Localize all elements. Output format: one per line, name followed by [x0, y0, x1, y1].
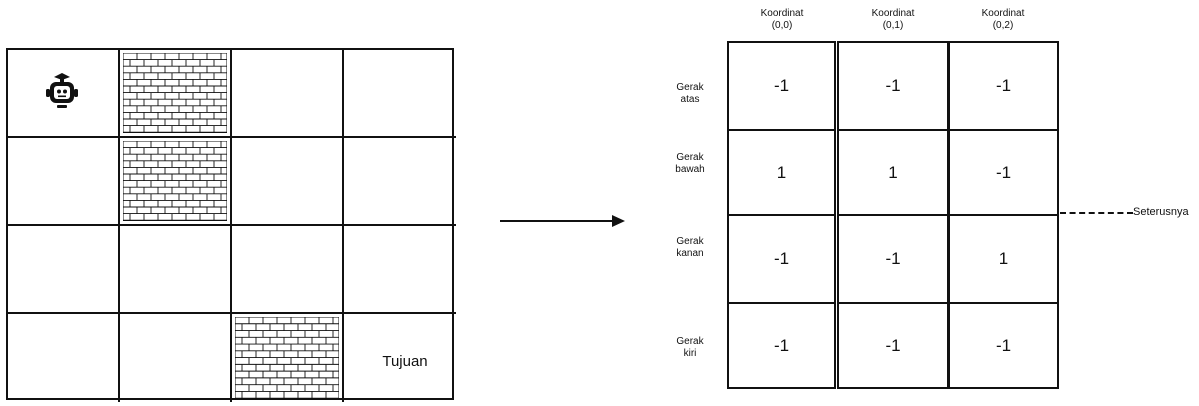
continuation-dashed-line — [1060, 212, 1133, 214]
arrow-right-icon — [500, 215, 625, 227]
grid-cell-3-2 — [232, 314, 344, 402]
q-value-cell: 1 — [837, 129, 949, 216]
grid-cell-1-1 — [120, 138, 232, 226]
q-value-cell: 1 — [948, 214, 1059, 304]
q-value-cell: -1 — [727, 302, 836, 389]
brick-wall-icon — [122, 140, 228, 222]
grid-cell-2-1 — [120, 226, 232, 314]
grid-cell-2-0 — [8, 226, 120, 314]
grid-world: Tujuan — [6, 48, 456, 402]
grid-cell-0-3 — [344, 50, 456, 138]
q-value-cell: -1 — [948, 302, 1059, 389]
q-value-cell: -1 — [837, 302, 949, 389]
grid-cell-1-2 — [232, 138, 344, 226]
grid-cell-3-1 — [120, 314, 232, 402]
continuation-label: Seterusnya — [1133, 206, 1189, 218]
robot-icon — [44, 72, 80, 112]
grid-cell-3-0 — [8, 314, 120, 402]
q-value-cell: 1 — [727, 129, 836, 216]
q-value-cell: -1 — [948, 129, 1059, 216]
column-header: Koordinat(0,0) — [760, 8, 804, 31]
grid-cell-0-0 — [8, 50, 120, 138]
column-header: Koordinat(0,2) — [981, 8, 1025, 31]
grid-cell-3-3: Tujuan — [344, 314, 456, 402]
goal-label: Tujuan — [382, 352, 428, 370]
q-value-cell: -1 — [727, 214, 836, 304]
grid-cell-2-2 — [232, 226, 344, 314]
q-value-cell: -1 — [727, 41, 836, 131]
grid-cell-2-3 — [344, 226, 456, 314]
grid-cell-1-0 — [8, 138, 120, 226]
grid-cell-0-2 — [232, 50, 344, 138]
column-header: Koordinat(0,1) — [871, 8, 915, 31]
q-value-cell: -1 — [837, 214, 949, 304]
brick-wall-icon — [234, 316, 340, 400]
grid-cell-1-3 — [344, 138, 456, 226]
q-value-cell: -1 — [837, 41, 949, 131]
brick-wall-icon — [122, 52, 228, 134]
q-value-cell: -1 — [948, 41, 1059, 131]
grid-cell-0-1 — [120, 50, 232, 138]
